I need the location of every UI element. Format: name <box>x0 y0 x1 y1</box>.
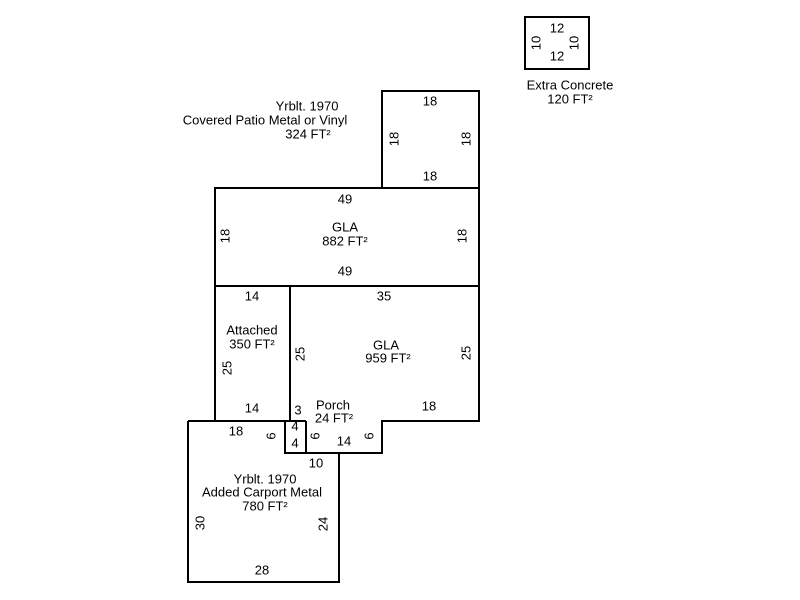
area-name: Extra Concrete <box>527 77 614 92</box>
area-name: Covered Patio Metal or Vinyl <box>183 112 348 127</box>
gla-lower-area: 35 GLA 959 FT² 25 25 18 3 <box>292 288 473 417</box>
area-size: 959 FT² <box>365 350 411 365</box>
area-size: 24 FT² <box>315 410 354 425</box>
lower-walls <box>187 286 480 583</box>
gla-upper-outline <box>214 187 480 287</box>
dimension-label: 24 <box>315 517 330 531</box>
dimension-label: 14 <box>337 433 351 448</box>
dimension-label: 25 <box>458 346 473 360</box>
attached-area: 14 Attached 350 FT² 25 14 <box>219 288 277 415</box>
dimension-label: 10 <box>528 36 543 50</box>
gla-upper-area: 49 GLA 882 FT² 49 18 18 <box>214 187 480 287</box>
dimension-label: 4 <box>291 418 298 433</box>
dimension-label: 25 <box>219 361 234 375</box>
extra-concrete-outline <box>524 16 590 70</box>
dimension-label: 6 <box>307 432 322 439</box>
covered-patio-area: Yrblt. 1970 Covered Patio Metal or Vinyl… <box>183 90 480 189</box>
dimension-label: 49 <box>338 191 352 206</box>
dimension-label: 18 <box>229 423 243 438</box>
dimension-label: 12 <box>550 48 564 63</box>
area-year: Yrblt. 1970 <box>276 98 339 113</box>
dimension-label: 25 <box>292 347 307 361</box>
area-size: 324 FT² <box>285 126 331 141</box>
carport-area: 18 6 10 Yrblt. 1970 Added Carport Metal … <box>192 423 330 577</box>
dimension-label: 18 <box>458 132 473 146</box>
dimension-label: 49 <box>338 263 352 278</box>
area-size: 780 FT² <box>242 498 288 513</box>
area-size: 120 FT² <box>547 91 593 106</box>
area-name: Attached <box>226 322 277 337</box>
area-name: GLA <box>332 219 358 234</box>
porch-area: Porch 24 FT² 4 4 6 14 6 <box>291 397 376 450</box>
dimension-label: 28 <box>255 562 269 577</box>
dimension-label: 6 <box>361 432 376 439</box>
area-size: 882 FT² <box>322 233 368 248</box>
dimension-label: 18 <box>422 398 436 413</box>
extra-concrete-area: 12 12 10 10 Extra Concrete 120 FT² <box>524 16 614 106</box>
dimension-label: 10 <box>309 455 323 470</box>
area-name: Added Carport Metal <box>202 484 322 499</box>
dimension-label: 14 <box>245 400 259 415</box>
area-size: 350 FT² <box>229 336 275 351</box>
dimension-label: 18 <box>423 168 437 183</box>
area-name: GLA <box>373 337 399 352</box>
dimension-label: 14 <box>245 288 259 303</box>
dimension-label: 10 <box>566 36 581 50</box>
dimension-label: 35 <box>377 288 391 303</box>
dimension-label: 30 <box>192 516 207 530</box>
dimension-label: 12 <box>550 20 564 35</box>
area-year: Yrblt. 1970 <box>234 471 297 486</box>
dimension-label: 18 <box>217 229 232 243</box>
dimension-label: 3 <box>294 402 301 417</box>
area-name: Porch <box>316 397 350 412</box>
dimension-label: 6 <box>263 432 278 439</box>
dimension-label: 18 <box>423 93 437 108</box>
dimension-label: 18 <box>454 229 469 243</box>
dimension-label: 4 <box>291 435 298 450</box>
dimension-label: 18 <box>386 132 401 146</box>
